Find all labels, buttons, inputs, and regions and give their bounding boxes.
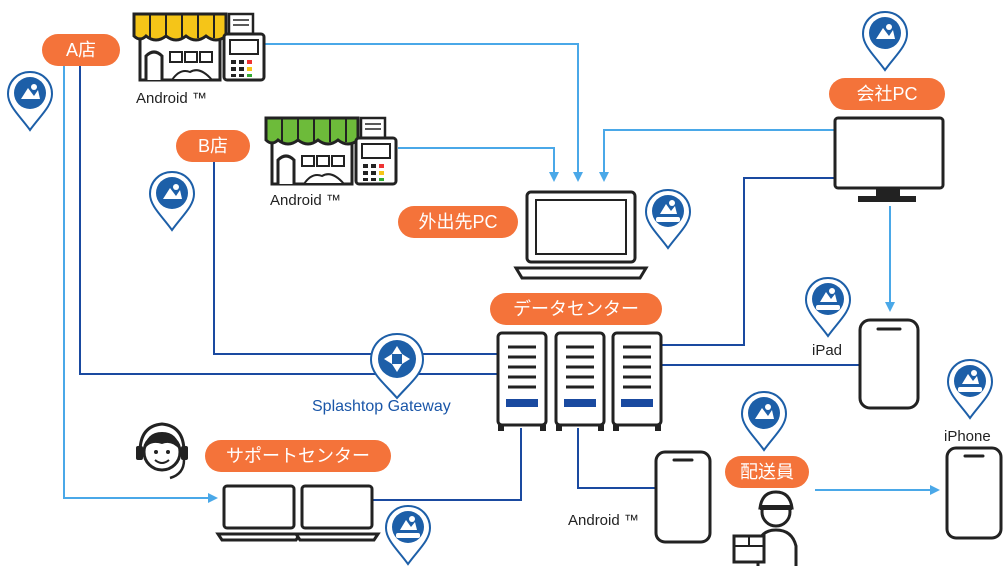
android-phone-label: Android ™ — [568, 512, 639, 529]
iphone-icon — [945, 446, 1003, 540]
ipad-icon — [858, 318, 920, 410]
line-store-b-to-remote-pc — [398, 147, 559, 182]
store-b-label: B店 — [176, 130, 250, 162]
line-company-pc-to-remote-pc — [599, 129, 835, 182]
line-store-a-to-support — [63, 60, 218, 503]
splashtop-onprem-pin-icon — [385, 505, 431, 565]
line-store-a-to-datacenter — [79, 60, 497, 375]
store-a-label: A店 — [42, 34, 120, 66]
line-datacenter-to-company-pc — [662, 177, 835, 346]
support-center-label: サポートセンター — [205, 440, 391, 472]
operator-headset-icon — [136, 422, 188, 480]
company-pc-monitor-icon — [833, 116, 945, 202]
splashtop-onprem-pin-icon — [805, 277, 851, 337]
splashtop-onprem-pin-icon — [645, 189, 691, 249]
remote-pc-label: 外出先PC — [398, 206, 518, 238]
line-store-a-to-remote-pc — [265, 43, 583, 182]
splashtop-pin-icon — [7, 71, 53, 131]
store-b-icon — [264, 116, 360, 186]
splashtop-pin-icon — [741, 391, 787, 451]
server-icon — [554, 331, 606, 433]
delivery-label: 配送員 — [725, 456, 809, 488]
company-pc-label: 会社PC — [829, 78, 945, 110]
support-laptop-icon — [216, 484, 302, 542]
splashtop-onprem-pin-icon — [947, 359, 993, 419]
line-datacenter-to-support — [372, 428, 522, 501]
android-b-label: Android ™ — [270, 192, 341, 209]
line-store-b-to-datacenter — [213, 160, 497, 355]
splashtop-pin-icon — [862, 11, 908, 71]
store-a-icon — [132, 12, 228, 82]
delivery-person-icon — [732, 490, 798, 566]
server-icon — [496, 331, 548, 433]
splashtop-pin-icon — [149, 171, 195, 231]
gateway-icon — [369, 332, 425, 400]
line-datacenter-to-android-phone — [577, 428, 656, 489]
android-phone-icon — [654, 450, 712, 544]
remote-pc-laptop-icon — [513, 190, 649, 280]
ipad-label: iPad — [812, 342, 843, 359]
server-icon — [611, 331, 663, 433]
android-a-label: Android ™ — [136, 90, 207, 107]
iphone-label: iPhone — [944, 428, 991, 445]
datacenter-servers — [496, 331, 663, 433]
pos-terminal-a-icon — [222, 12, 266, 82]
datacenter-label: データセンター — [490, 293, 662, 325]
gateway-label: Splashtop Gateway — [312, 398, 451, 415]
support-laptop-icon — [294, 484, 380, 542]
pos-terminal-b-icon — [354, 116, 398, 186]
